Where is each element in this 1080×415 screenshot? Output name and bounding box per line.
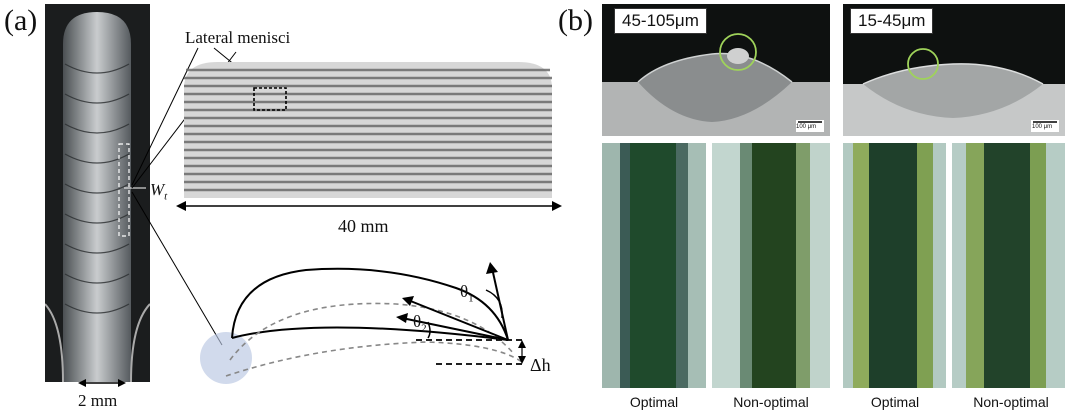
width-arrows [124, 187, 146, 189]
group1-cross-section-image [602, 4, 830, 136]
panel-a-label: (a) [4, 4, 38, 37]
scale-label-40mm: 40 mm [338, 216, 389, 236]
group2-nonoptimal-track-image [952, 143, 1065, 388]
group1-nonoptimal-track-image [712, 143, 830, 388]
group1-caption-nonoptimal: Non-optimal [733, 394, 809, 410]
group2-caption-optimal: Optimal [870, 394, 920, 410]
group2-size-label: 15-45μm [850, 8, 934, 34]
theta1-label: θ1 [460, 282, 474, 305]
group2-optimal-track-image [843, 143, 946, 388]
scale-label-2mm: 2 mm [78, 391, 118, 410]
panel-b-label: (b) [558, 4, 593, 37]
lateral-menisci-label: Lateral menisci [185, 28, 291, 47]
group2-caption-nonoptimal: Non-optimal [973, 394, 1049, 410]
theta2-label: θ2 [413, 312, 427, 335]
multilayer-wall-image [184, 62, 552, 198]
scale-arrow-2mm [78, 379, 126, 387]
contact-highlight-circle [200, 332, 252, 384]
group1-size-label: 45-105μm [614, 8, 707, 34]
scale-arrow-40mm [176, 201, 562, 211]
group1-caption-optimal: Optimal [629, 394, 679, 410]
width-label: Wt [150, 180, 168, 203]
group2-scalebar-label: 100 μm [1032, 124, 1053, 130]
meniscus-geometry-sketch [200, 262, 526, 384]
group1-scalebar-label: 100 μm [796, 124, 817, 130]
group1-optimal-track-image [602, 143, 706, 388]
delta-h-label: Δh [530, 355, 551, 375]
